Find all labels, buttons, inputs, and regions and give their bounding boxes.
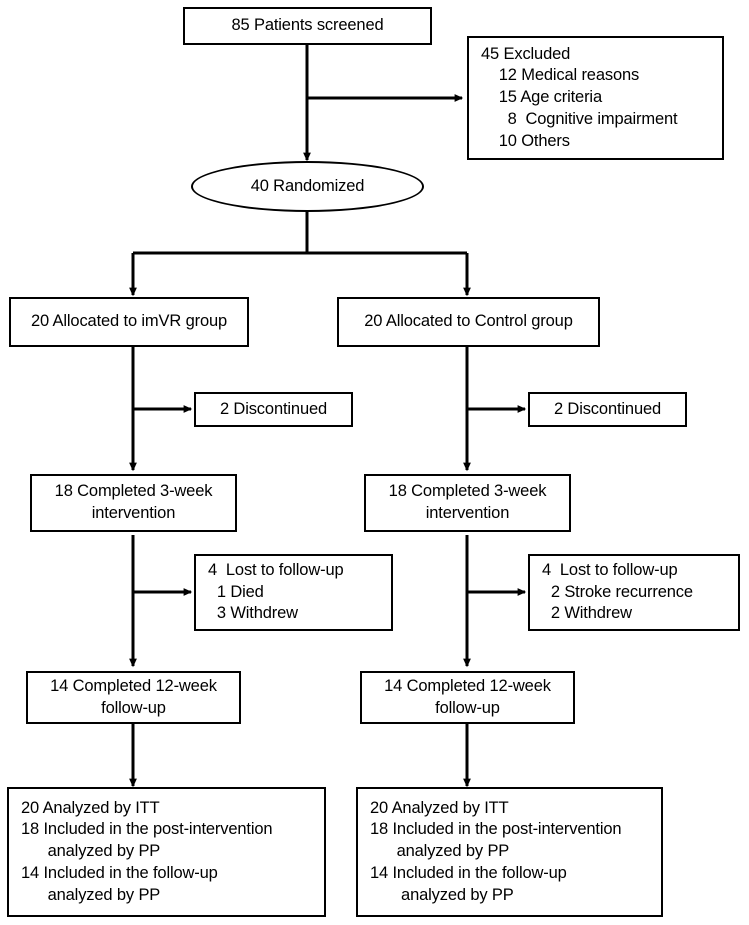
node-completed-12week-control: 14 Completed 12-week follow-up [360, 671, 575, 724]
node-line: 20 Analyzed by ITT [21, 798, 160, 817]
node-line: analyzed by PP [370, 885, 514, 904]
node-lost-followup-control: 4 Lost to follow-up 2 Stroke recurrence … [528, 554, 740, 631]
node-line: 15 Age criteria [481, 88, 602, 107]
node-patients-screened: 85 Patients screened [183, 7, 432, 45]
node-line: 2 Withdrew [542, 604, 632, 623]
node-line: analyzed by PP [21, 885, 161, 904]
node-line: follow-up [101, 698, 166, 717]
node-line: 18 Included in the post-intervention [370, 820, 622, 839]
node-line: 18 Completed 3-week [54, 482, 213, 501]
node-analyzed-imvr: 20 Analyzed by ITT 18 Included in the po… [7, 787, 326, 917]
node-line: intervention [91, 504, 176, 522]
node-line: intervention [425, 504, 510, 522]
node-line: 14 Completed 12-week [50, 676, 217, 695]
node-line: 8 Cognitive impairment [481, 109, 678, 128]
node-line: 85 Patients screened [231, 16, 384, 35]
node-line: 14 Completed 12-week [384, 676, 551, 695]
node-line: 14 Included in the follow-up [21, 863, 218, 882]
node-line: 12 Medical reasons [481, 66, 640, 85]
node-line: analyzed by PP [370, 842, 510, 861]
node-line: 14 Included in the follow-up [370, 863, 567, 882]
node-excluded: 45 Excluded 12 Medical reasons 15 Age cr… [467, 36, 724, 160]
node-line: 4 Lost to follow-up [542, 560, 678, 579]
node-allocated-imvr: 20 Allocated to imVR group [9, 297, 249, 347]
node-line: 20 Analyzed by ITT [370, 798, 509, 817]
node-allocated-control: 20 Allocated to Control group [337, 297, 600, 347]
node-line: analyzed by PP [21, 842, 161, 861]
node-analyzed-control: 20 Analyzed by ITT 18 Included in the po… [356, 787, 663, 917]
node-line: 1 Died [208, 582, 264, 601]
node-line: 18 Completed 3-week [388, 482, 547, 501]
node-completed-3week-control: 18 Completed 3-week intervention [364, 474, 571, 532]
node-lost-followup-imvr: 4 Lost to follow-up 1 Died 3 Withdrew [194, 554, 393, 631]
node-line: 45 Excluded [481, 44, 571, 63]
node-discontinued-imvr: 2 Discontinued [194, 392, 353, 427]
node-line: 2 Discontinued [553, 399, 662, 418]
node-line: 4 Lost to follow-up [208, 560, 344, 579]
node-line: 20 Allocated to Control group [364, 312, 573, 331]
node-completed-3week-imvr: 18 Completed 3-week intervention [30, 474, 237, 532]
node-line: 40 Randomized [250, 177, 365, 195]
node-line: follow-up [435, 698, 500, 717]
node-line: 10 Others [481, 131, 570, 150]
node-line: 2 Discontinued [219, 399, 328, 418]
node-line: 18 Included in the post-intervention [21, 820, 273, 839]
node-line: 20 Allocated to imVR group [30, 312, 228, 331]
node-completed-12week-imvr: 14 Completed 12-week follow-up [26, 671, 241, 724]
node-line: 2 Stroke recurrence [542, 582, 693, 601]
node-line: 3 Withdrew [208, 604, 298, 623]
node-randomized: 40 Randomized [191, 161, 424, 212]
node-discontinued-control: 2 Discontinued [528, 392, 687, 427]
